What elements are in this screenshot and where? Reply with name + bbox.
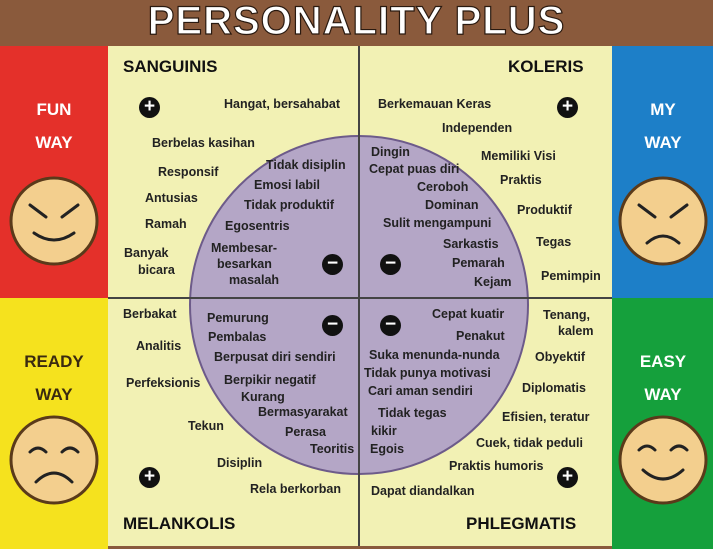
trait-koleris-strength: Berkemauan Keras <box>378 97 492 111</box>
trait-melankolis-weakness: Teoritis <box>310 442 355 456</box>
horizontal-divider <box>108 297 612 299</box>
trait-sanguinis-strength: Responsif <box>158 165 219 179</box>
minus-icon: − <box>380 254 401 275</box>
quadrant-title-melankolis: MELANKOLIS <box>123 514 236 533</box>
trait-phlegmatis-weakness: Tidak tegas <box>378 406 447 420</box>
trait-phlegmatis-weakness: Cepat kuatir <box>432 307 505 321</box>
trait-phlegmatis-strength: kalem <box>558 324 594 338</box>
angry-face-icon <box>9 176 99 266</box>
trait-koleris-weakness: Dominan <box>425 198 479 212</box>
trait-phlegmatis-strength: Efisien, teratur <box>502 410 590 424</box>
trait-melankolis-weakness: Kurang <box>241 390 285 404</box>
trait-koleris-weakness: Sarkastis <box>443 237 499 251</box>
trait-koleris-weakness: Cepat puas diri <box>369 162 460 176</box>
trait-koleris-weakness: Ceroboh <box>417 180 469 194</box>
trait-koleris-strength: Praktis <box>500 173 542 187</box>
plus-icon: + <box>557 467 578 488</box>
side-label-ready: READY <box>24 352 84 371</box>
trait-phlegmatis-strength: Praktis humoris <box>449 459 544 473</box>
trait-sanguinis-strength: bicara <box>138 263 175 277</box>
side-label-easy: EASY <box>639 352 687 371</box>
trait-phlegmatis-strength: Obyektif <box>535 350 586 364</box>
side-label-ready-way: WAY <box>35 385 73 404</box>
side-label-fun: FUN <box>36 100 72 119</box>
side-label-fun-way: WAY <box>35 133 73 152</box>
trait-phlegmatis-weakness: Suka menunda-nunda <box>369 348 500 362</box>
trait-melankolis-weakness: Pembalas <box>208 330 267 344</box>
trait-sanguinis-strength: Ramah <box>145 217 187 231</box>
trait-sanguinis-weakness: masalah <box>229 273 280 287</box>
trait-sanguinis-strength: Hangat, bersahabat <box>224 97 341 111</box>
trait-phlegmatis-weakness: Cari aman sendiri <box>368 384 473 398</box>
trait-phlegmatis-strength: Diplomatis <box>522 381 586 395</box>
trait-melankolis-strength: Analitis <box>136 339 182 353</box>
plus-icon: + <box>139 97 160 118</box>
plus-icon: + <box>557 97 578 118</box>
trait-koleris-strength: Tegas <box>536 235 572 249</box>
trait-phlegmatis-weakness: Penakut <box>456 329 505 343</box>
side-label-my: MY <box>650 100 676 119</box>
frowning-face-icon <box>618 176 708 266</box>
quadrant-title-koleris: KOLERIS <box>508 57 584 76</box>
trait-koleris-weakness: Pemarah <box>452 256 505 270</box>
trait-melankolis-weakness: Perasa <box>285 425 327 439</box>
side-label-easy-way: WAY <box>644 385 682 404</box>
trait-melankolis-strength: Perfeksionis <box>126 376 201 390</box>
trait-koleris-strength: Memiliki Visi <box>481 149 556 163</box>
trait-melankolis-strength: Berbakat <box>123 307 177 321</box>
trait-phlegmatis-strength: Tenang, <box>543 308 590 322</box>
trait-sanguinis-weakness: Emosi labil <box>254 178 320 192</box>
plus-icon: + <box>139 467 160 488</box>
trait-melankolis-strength: Disiplin <box>217 456 263 470</box>
trait-phlegmatis-weakness: Tidak punya motivasi <box>364 366 491 380</box>
trait-sanguinis-weakness: besarkan <box>217 257 272 271</box>
trait-sanguinis-strength: Banyak <box>124 246 169 260</box>
minus-icon: − <box>322 315 343 336</box>
trait-koleris-strength: Produktif <box>517 203 572 217</box>
trait-melankolis-weakness: Berpikir negatif <box>224 373 316 387</box>
trait-phlegmatis-weakness: kikir <box>371 424 397 438</box>
trait-sanguinis-weakness: Egosentris <box>225 219 290 233</box>
trait-sanguinis-weakness: Tidak produktif <box>244 198 335 212</box>
trait-koleris-strength: Pemimpin <box>541 269 601 283</box>
sad-face-icon <box>9 415 99 505</box>
trait-phlegmatis-strength: Dapat diandalkan <box>371 484 475 498</box>
trait-melankolis-weakness: Bermasyarakat <box>258 405 348 419</box>
trait-phlegmatis-strength: Cuek, tidak peduli <box>476 436 583 450</box>
trait-koleris-weakness: Sulit mengampuni <box>383 216 492 230</box>
side-label-my-way: WAY <box>644 133 682 152</box>
trait-koleris-weakness: Kejam <box>474 275 512 289</box>
trait-melankolis-strength: Tekun <box>188 419 224 433</box>
trait-melankolis-weakness: Berpusat diri sendiri <box>214 350 336 364</box>
quadrant-title-phlegmatis: PHLEGMATIS <box>466 514 577 533</box>
trait-koleris-strength: Independen <box>442 121 513 135</box>
vertical-divider <box>358 46 360 546</box>
trait-melankolis-strength: Rela berkorban <box>250 482 342 496</box>
trait-phlegmatis-weakness: Egois <box>370 442 405 456</box>
minus-icon: − <box>322 254 343 275</box>
quadrant-title-sanguinis: SANGUINIS <box>123 57 218 76</box>
trait-melankolis-weakness: Pemurung <box>207 311 269 325</box>
smiling-face-icon <box>618 415 708 505</box>
title-band <box>0 0 713 46</box>
minus-icon: − <box>380 315 401 336</box>
trait-sanguinis-weakness: Tidak disiplin <box>266 158 346 172</box>
trait-sanguinis-strength: Berbelas kasihan <box>152 136 255 150</box>
trait-sanguinis-strength: Antusias <box>145 191 198 205</box>
diagram-title: PERSONALITY PLUS <box>147 0 566 44</box>
trait-koleris-weakness: Dingin <box>371 145 410 159</box>
trait-sanguinis-weakness: Membesar- <box>211 241 277 255</box>
